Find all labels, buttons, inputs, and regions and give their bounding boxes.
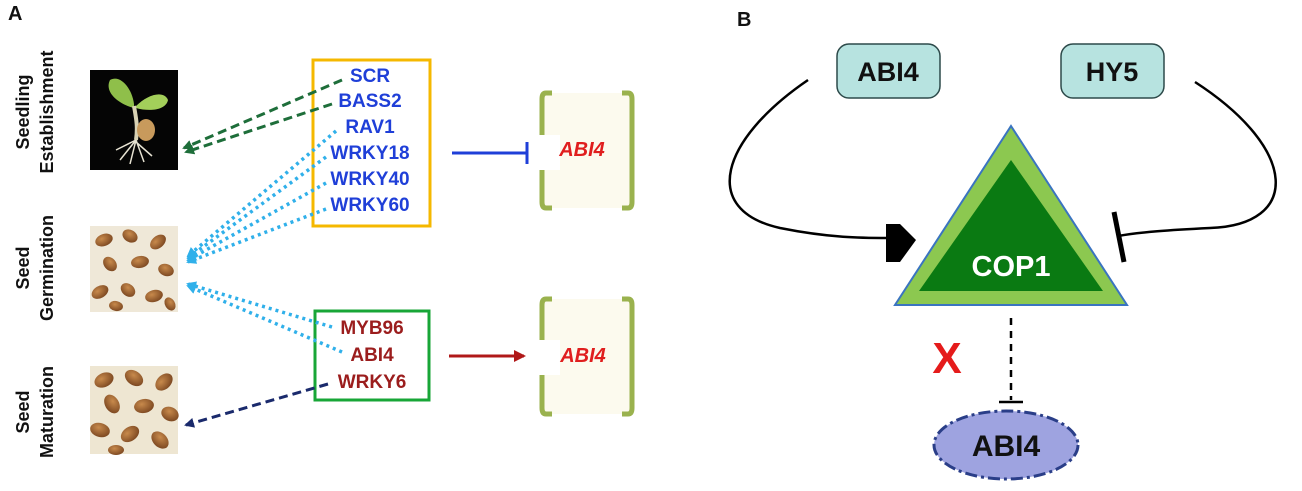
arrow-to-maturation — [184, 382, 329, 428]
panel-b-label: B — [737, 9, 751, 31]
gene-scr: SCR — [350, 66, 390, 87]
stage-line1: Seed — [13, 390, 33, 433]
gene-bass2: BASS2 — [338, 91, 401, 112]
target-gene-label: ABI4 — [559, 345, 606, 367]
cop1-triangle: COP1 — [893, 124, 1129, 306]
abi4-ellipse-label: ABI4 — [972, 430, 1041, 463]
cop1-label: COP1 — [972, 251, 1051, 283]
gene-rav1: RAV1 — [345, 117, 395, 138]
panel-a-label: A — [8, 3, 22, 25]
gene-wrky18: WRKY18 — [330, 143, 409, 164]
stage-line2: Establishment — [37, 50, 57, 173]
germination-photo — [90, 226, 178, 312]
stage-seed-maturation: Seed Maturation — [13, 366, 57, 458]
target-gene-label: ABI4 — [558, 139, 605, 161]
gene-wrky60: WRKY60 — [330, 195, 409, 216]
target-gene-bottom: ABI4 — [538, 296, 635, 417]
stage-seedling-establishment: Seedling Establishment — [13, 50, 57, 173]
hy5-inhibition-curve — [1111, 80, 1277, 263]
stage-line2: Maturation — [37, 366, 57, 458]
green-gene-box — [313, 309, 431, 402]
stage-line1: Seed — [13, 246, 33, 289]
stage-line1: Seedling — [13, 74, 33, 149]
orange-gene-box — [311, 58, 432, 228]
abi4-box-label: ABI4 — [857, 57, 919, 87]
gene-wrky6: WRKY6 — [338, 372, 407, 393]
arrows-to-seedling — [182, 78, 343, 155]
inhibition-line — [452, 142, 529, 164]
arrows-to-germination — [186, 129, 343, 354]
abi4-ellipse — [932, 409, 1080, 481]
hy5-box-label: HY5 — [1086, 57, 1139, 87]
stage-line2: Germination — [37, 215, 57, 321]
gene-myb96: MYB96 — [340, 318, 403, 339]
cop1-inhibition-dashed — [999, 318, 1023, 404]
abi4-box — [836, 43, 941, 99]
gene-wrky40: WRKY40 — [330, 169, 409, 190]
seedling-photo — [90, 70, 178, 170]
hy5-box — [1060, 43, 1165, 99]
maturation-photo — [90, 366, 179, 455]
abi4-activation-curve — [728, 78, 916, 262]
stage-seed-germination: Seed Germination — [13, 215, 57, 321]
gene-abi4: ABI4 — [350, 345, 394, 366]
target-gene-top: ABI4 — [538, 90, 635, 211]
x-mark: X — [932, 334, 961, 383]
